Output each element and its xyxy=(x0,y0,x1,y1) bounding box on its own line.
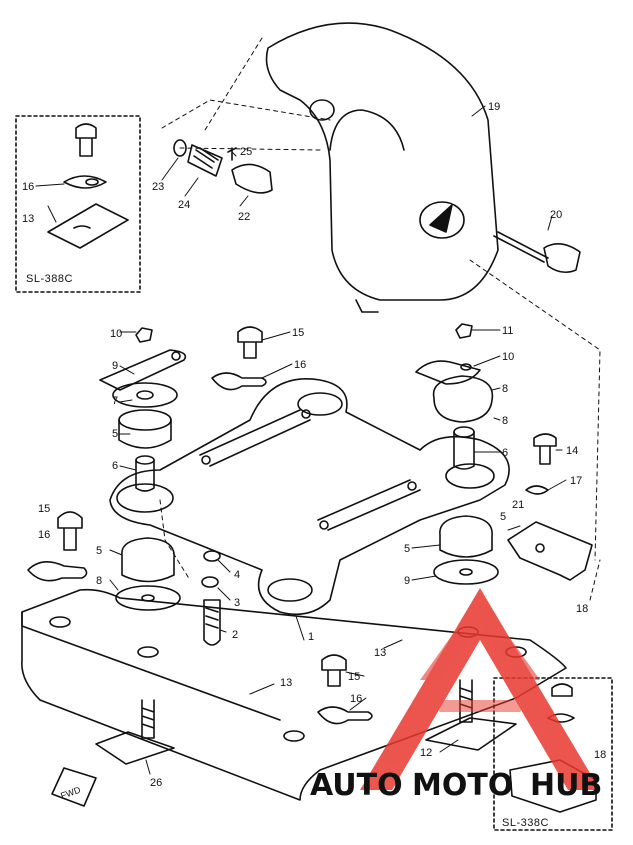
bracket-right xyxy=(507,521,593,581)
callout-20: 20 xyxy=(550,209,562,221)
callout-8a: 8 xyxy=(502,415,508,427)
callout-22: 22 xyxy=(238,211,250,223)
callout-7b: 8 xyxy=(502,383,508,395)
callout-5c: 5 xyxy=(404,543,410,555)
callout-25: 25 xyxy=(240,146,252,158)
callout-9a: 9 xyxy=(112,360,118,372)
callout-19: 19 xyxy=(488,101,500,113)
callout-16a: 16 xyxy=(294,359,306,371)
watermark-logo-icon xyxy=(360,588,600,790)
washer-icon xyxy=(63,175,107,189)
callout-15c: 15 xyxy=(348,671,360,683)
callout-1: 1 xyxy=(308,631,314,643)
watermark-part2: MOTO xyxy=(412,768,513,803)
washers xyxy=(27,372,549,725)
callout-16b: 16 xyxy=(22,181,34,193)
callout-12: 13 xyxy=(280,677,292,689)
bolts xyxy=(57,326,557,687)
fwd-label: FWD xyxy=(59,784,82,801)
callout-2: 2 xyxy=(232,629,238,641)
watermark: AUTO MOTO HUB xyxy=(310,588,602,803)
callout-labels: 10 9 7 5 6 15 16 11 10 8 8 6 14 17 19 20… xyxy=(22,101,606,829)
mount-frame xyxy=(109,378,510,616)
watermark-part3: HUB xyxy=(530,768,602,803)
callout-8b: 8 xyxy=(96,575,102,587)
callout-5b: 5 xyxy=(96,545,102,557)
callout-15b: 15 xyxy=(38,503,50,515)
callout-5a: 5 xyxy=(112,428,118,440)
fan-shroud xyxy=(265,22,499,313)
callout-18b: 18 xyxy=(594,749,606,761)
front-left-mount xyxy=(115,537,221,646)
callout-16c: 16 xyxy=(38,529,50,541)
callout-4: 4 xyxy=(234,569,240,581)
front-right-mount xyxy=(433,515,499,585)
fwd-arrow xyxy=(51,767,97,807)
callout-24: 24 xyxy=(178,199,190,211)
throttle-parts xyxy=(173,139,273,194)
callout-9b: 10 xyxy=(502,351,514,363)
inset-top-left xyxy=(15,115,141,293)
callout-26: 26 xyxy=(150,777,162,789)
callout-14: 14 xyxy=(566,445,578,457)
callout-18a: 18 xyxy=(576,603,588,615)
callout-5d: 5 xyxy=(500,511,506,523)
right-mount-stack xyxy=(415,323,494,470)
stud-26 xyxy=(95,699,175,765)
inset-label-bottom-right: SL-338C xyxy=(502,817,549,829)
callout-23: 23 xyxy=(152,181,164,193)
callout-8c: 9 xyxy=(404,575,410,587)
pin-part xyxy=(493,231,581,274)
callout-6a: 6 xyxy=(112,460,118,472)
callout-3: 3 xyxy=(234,597,240,609)
callout-7a: 7 xyxy=(112,395,118,407)
callout-17: 17 xyxy=(570,475,582,487)
plate-icon xyxy=(47,203,129,249)
watermark-part1: AUTO xyxy=(310,768,403,803)
left-mount-stack xyxy=(99,327,187,492)
callout-10b: 11 xyxy=(502,325,513,337)
bolt-icon xyxy=(75,123,97,157)
leader-lines xyxy=(159,37,601,601)
inset-label-top-left: SL-388C xyxy=(26,273,73,285)
callout-leaders xyxy=(35,105,567,775)
callout-15a: 15 xyxy=(292,327,304,339)
callout-11: 12 xyxy=(420,747,432,759)
callout-13a: 13 xyxy=(22,213,34,225)
callout-6b: 6 xyxy=(502,447,508,459)
callout-16d: 16 xyxy=(350,693,362,705)
callout-10a: 10 xyxy=(110,328,122,340)
callout-13b: 13 xyxy=(374,647,386,659)
callout-21: 21 xyxy=(512,499,524,511)
